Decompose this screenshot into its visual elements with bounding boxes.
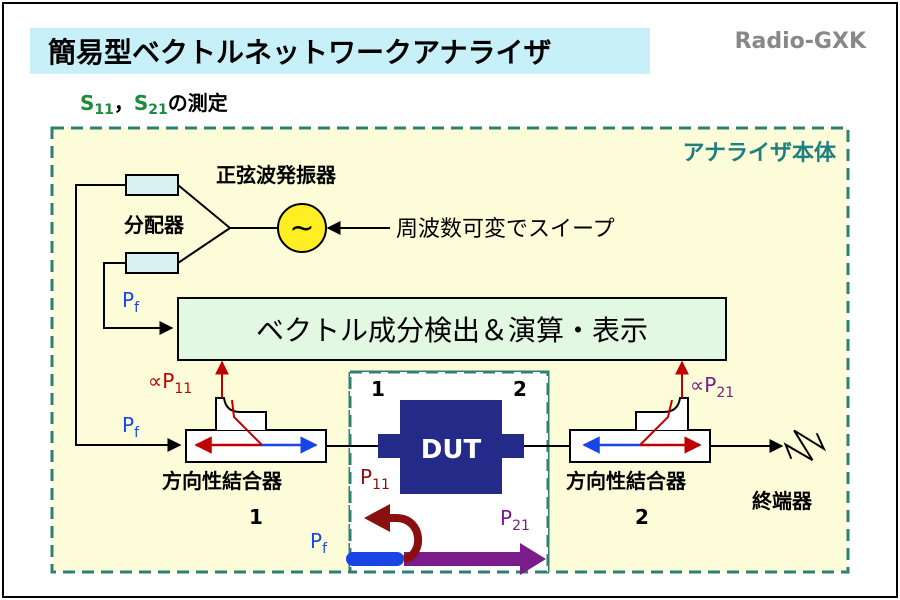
analyzer-body-label: アナライザ本体 [682,141,837,166]
sweep-label: 周波数可変でスイープ [396,217,615,242]
oscillator-label: 正弦波発振器 [216,163,337,187]
dut-port-2-label: 2 [513,377,527,401]
pf-legend-label: Pf [310,529,328,557]
termination-label: 終端器 [752,489,813,513]
dut-port-2-stub [500,434,524,458]
page-title: 簡易型ベクトルネットワークアナライザ [48,36,551,69]
title-banner [30,28,650,74]
pf-label-detector: Pf [122,288,140,316]
reflected-wave-curve [384,514,422,563]
dut-label: DUT [421,435,482,465]
coupler-1-label: 方向性結合器 [162,469,283,493]
pf-path-to-coupler [75,184,182,452]
coupler-1-tap [215,397,267,430]
coupler-2-forward-line [639,399,673,446]
detector-label: ベクトル成分検出＆演算・表示 [256,314,648,347]
coupler-2-number: 2 [635,505,649,529]
transmitted-wave-bar [404,552,522,566]
detector-block [177,297,727,361]
coupler-2-label: 方向性結合器 [566,469,687,493]
subtitle: S11，S21の測定 [80,91,228,118]
dut-port-1-stub [378,434,402,458]
termination-resistor-icon [783,429,827,462]
splitter-wedge [177,184,232,264]
coupler-1-reflect-line [231,399,263,446]
dut-port-1-label: 1 [371,377,385,401]
splitter-label: 分配器 [124,213,185,237]
reflected-wave-arrowhead [364,504,390,532]
p11-detector-label: ∝P11 [148,369,192,397]
coupler-1-number: 1 [249,505,263,529]
p21-legend-label: P21 [500,506,530,534]
coupler-2-tap [635,397,689,430]
brand-label: Radio-GXK [735,29,867,54]
splitter-resistor-bottom [125,252,179,274]
p11-legend-label: P11 [360,465,390,493]
pf-label-coupler: Pf [122,413,140,441]
p21-detector-label: ∝P21 [690,373,734,401]
sine-wave-icon: ~ [289,211,314,246]
pf-path-to-detector [103,262,174,335]
incident-wave-bar [346,552,404,566]
transmitted-wave-arrowhead [520,543,546,575]
splitter-resistor-top [125,174,179,196]
dut-block [400,400,502,494]
